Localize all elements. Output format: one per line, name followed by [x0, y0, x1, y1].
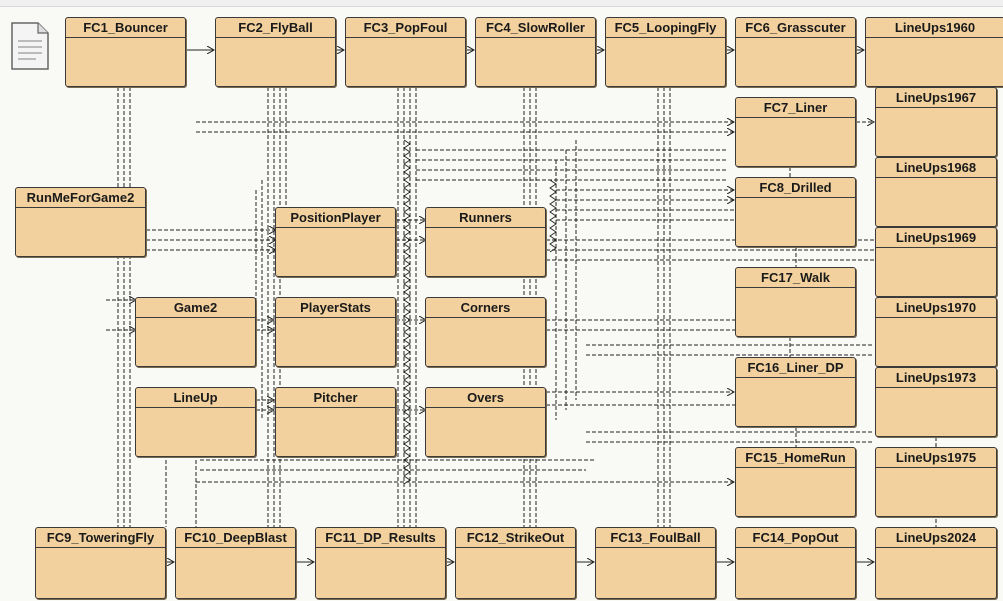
class-title: LineUps1969 — [876, 228, 996, 248]
class-fc2-flyball[interactable]: FC2_FlyBall — [215, 17, 336, 87]
class-fc5-loopingfly[interactable]: FC5_LoopingFly — [605, 17, 726, 87]
class-title: FC7_Liner — [736, 98, 855, 118]
class-title: FC17_Walk — [736, 268, 855, 288]
class-title: FC16_Liner_DP — [736, 358, 855, 378]
class-fc12-strikeout[interactable]: FC12_StrikeOut — [455, 527, 576, 599]
class-fc10-deepblast[interactable]: FC10_DeepBlast — [175, 527, 296, 599]
class-fc15-homerun[interactable]: FC15_HomeRun — [735, 447, 856, 517]
class-fc4-slowroller[interactable]: FC4_SlowRoller — [475, 17, 596, 87]
class-lineups1968[interactable]: LineUps1968 — [875, 157, 997, 227]
canvas-top-border — [0, 0, 1003, 7]
class-title: Overs — [426, 388, 545, 408]
class-lineups1967[interactable]: LineUps1967 — [875, 87, 997, 157]
class-fc16-liner-dp[interactable]: FC16_Liner_DP — [735, 357, 856, 427]
class-title: LineUps1960 — [866, 18, 1003, 38]
class-positionplayer[interactable]: PositionPlayer — [275, 207, 396, 277]
class-title: RunMeForGame2 — [16, 188, 145, 208]
class-playerstats[interactable]: PlayerStats — [275, 297, 396, 367]
class-title: LineUp — [136, 388, 255, 408]
class-title: FC6_Grasscuter — [736, 18, 855, 38]
class-lineups2024[interactable]: LineUps2024 — [875, 527, 997, 599]
class-title: LineUps1968 — [876, 158, 996, 178]
class-title: FC9_ToweringFly — [36, 528, 165, 548]
class-title: Corners — [426, 298, 545, 318]
class-corners[interactable]: Corners — [425, 297, 546, 367]
class-lineups1970[interactable]: LineUps1970 — [875, 297, 997, 367]
class-title: FC2_FlyBall — [216, 18, 335, 38]
class-title: FC15_HomeRun — [736, 448, 855, 468]
class-fc3-popfoul[interactable]: FC3_PopFoul — [345, 17, 466, 87]
class-runners[interactable]: Runners — [425, 207, 546, 277]
class-fc8-drilled[interactable]: FC8_Drilled — [735, 177, 856, 247]
class-title: PositionPlayer — [276, 208, 395, 228]
class-title: PlayerStats — [276, 298, 395, 318]
class-title: LineUps2024 — [876, 528, 996, 548]
class-title: LineUps1970 — [876, 298, 996, 318]
class-runmeforgame2[interactable]: RunMeForGame2 — [15, 187, 146, 257]
class-title: FC13_FoulBall — [596, 528, 715, 548]
class-fc1-bouncer[interactable]: FC1_Bouncer — [65, 17, 186, 87]
class-title: FC1_Bouncer — [66, 18, 185, 38]
document-icon[interactable] — [10, 21, 50, 71]
class-title: Game2 — [136, 298, 255, 318]
class-title: FC8_Drilled — [736, 178, 855, 198]
class-title: FC14_PopOut — [736, 528, 855, 548]
class-title: FC10_DeepBlast — [176, 528, 295, 548]
class-title: LineUps1967 — [876, 88, 996, 108]
class-title: Pitcher — [276, 388, 395, 408]
class-overs[interactable]: Overs — [425, 387, 546, 457]
class-pitcher[interactable]: Pitcher — [275, 387, 396, 457]
class-fc6-grasscuter[interactable]: FC6_Grasscuter — [735, 17, 856, 87]
class-fc14-popout[interactable]: FC14_PopOut — [735, 527, 856, 599]
class-title: LineUps1975 — [876, 448, 996, 468]
class-lineups1973[interactable]: LineUps1973 — [875, 367, 997, 437]
class-title: FC5_LoopingFly — [606, 18, 725, 38]
class-fc13-foulball[interactable]: FC13_FoulBall — [595, 527, 716, 599]
class-title: FC11_DP_Results — [316, 528, 445, 548]
class-title: FC4_SlowRoller — [476, 18, 595, 38]
class-title: Runners — [426, 208, 545, 228]
class-fc11-dp-results[interactable]: FC11_DP_Results — [315, 527, 446, 599]
class-lineups1960[interactable]: LineUps1960 — [865, 17, 1003, 87]
class-fc7-liner[interactable]: FC7_Liner — [735, 97, 856, 167]
class-fc9-toweringfly[interactable]: FC9_ToweringFly — [35, 527, 166, 599]
class-title: FC3_PopFoul — [346, 18, 465, 38]
class-game2[interactable]: Game2 — [135, 297, 256, 367]
class-fc17-walk[interactable]: FC17_Walk — [735, 267, 856, 337]
class-lineups1969[interactable]: LineUps1969 — [875, 227, 997, 297]
class-lineups1975[interactable]: LineUps1975 — [875, 447, 997, 517]
class-lineup[interactable]: LineUp — [135, 387, 256, 457]
class-title: FC12_StrikeOut — [456, 528, 575, 548]
class-title: LineUps1973 — [876, 368, 996, 388]
